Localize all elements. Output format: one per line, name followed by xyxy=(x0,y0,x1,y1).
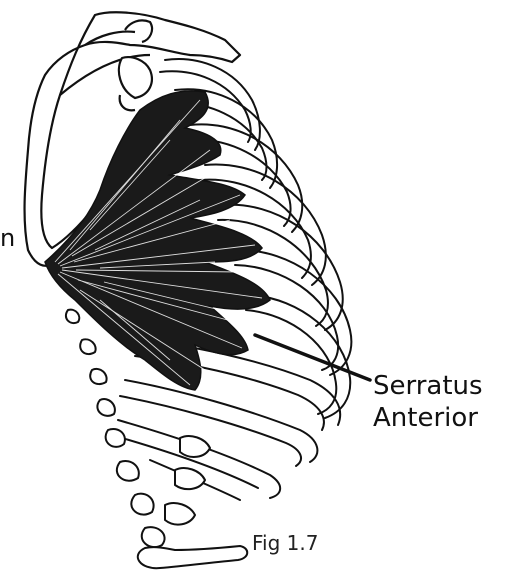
clipped-label-fragment: n xyxy=(0,224,15,252)
label-leader-line xyxy=(255,335,370,380)
figure-number: Fig 1.7 xyxy=(252,531,318,555)
serratus-anterior-muscle xyxy=(45,91,270,390)
muscle-label-line2: Anterior xyxy=(373,403,478,433)
muscle-label-line1: Serratus xyxy=(373,371,483,401)
